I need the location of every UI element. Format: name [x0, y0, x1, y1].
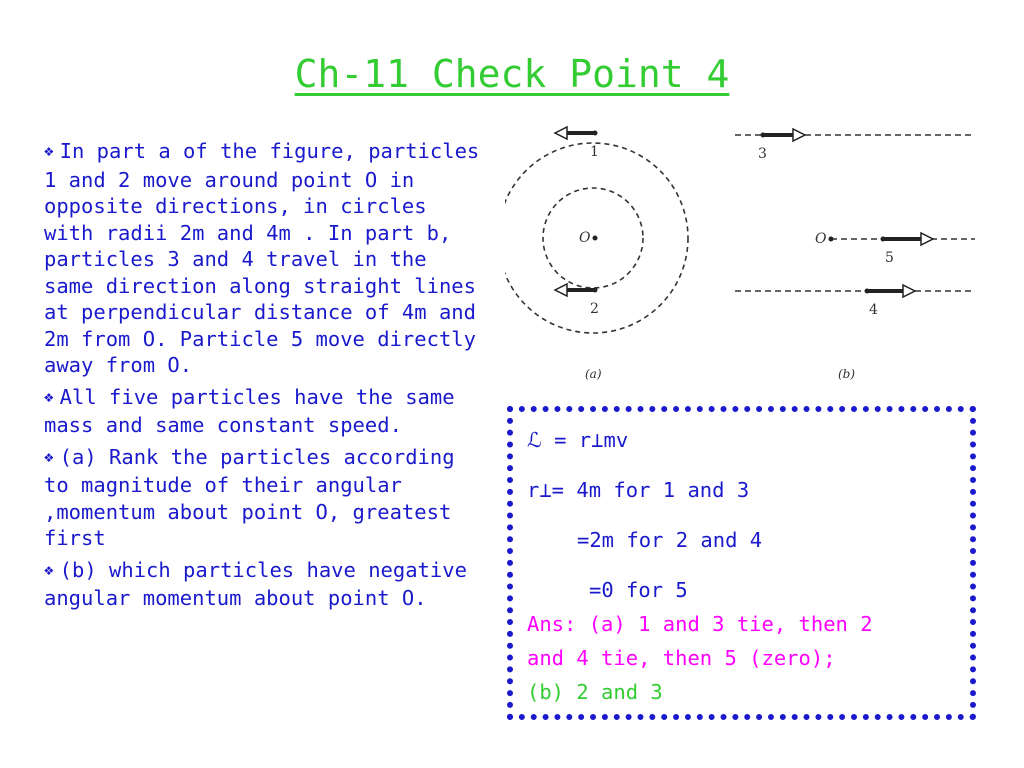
bullet-item: ❖(b) which particles have negative angul… — [44, 557, 480, 612]
particle-1-arrow — [553, 125, 598, 141]
bullet-item: ❖In part a of the figure, particles 1 an… — [44, 138, 480, 379]
particle-figure: O 1 2 (a) 3 O 5 — [505, 125, 975, 381]
bullet-item: ❖All five particles have the same mass a… — [44, 384, 480, 439]
outer-circle-path — [505, 142, 689, 334]
answer-box: ℒ = r⊥mv r⊥= 4m for 1 and 3 =2m for 2 an… — [507, 406, 976, 720]
origin-point-b — [828, 236, 834, 242]
bullet-list: ❖In part a of the figure, particles 1 an… — [44, 138, 480, 617]
diamond-bullet-icon: ❖ — [44, 559, 54, 579]
answer-b-line: (b) 2 and 3 — [527, 680, 663, 704]
particle-2-label: 2 — [590, 301, 599, 317]
diamond-bullet-icon: ❖ — [44, 141, 54, 160]
r-perp-line-2: =2m for 2 and 4 — [577, 528, 763, 552]
figure-part-a: O 1 2 (a) — [505, 125, 689, 381]
particle-4-arrow — [864, 283, 917, 299]
bullet-text: In part a of the figure, particles 1 and… — [44, 139, 480, 377]
origin-point-a — [592, 235, 598, 241]
origin-label-a: O — [579, 230, 591, 246]
particle-3-label: 3 — [758, 146, 767, 162]
particle-5-arrow — [880, 231, 935, 247]
r-perp-line-3: =0 for 5 — [589, 578, 688, 602]
particle-5-label: 5 — [885, 250, 894, 266]
figure-part-b: 3 O 5 4 (b) — [735, 127, 975, 381]
bullet-text: All five particles have the same mass an… — [44, 384, 455, 438]
part-b-label: (b) — [838, 367, 855, 381]
particle-1-label: 1 — [590, 144, 599, 160]
formula-line: ℒ = r⊥mv — [527, 428, 629, 452]
diamond-bullet-icon: ❖ — [44, 446, 54, 466]
particle-2-arrow — [553, 282, 598, 298]
particle-3-arrow — [760, 127, 807, 143]
inner-circle-path — [542, 187, 644, 289]
bullet-text: (b) which particles have negative angula… — [44, 557, 467, 611]
diamond-bullet-icon: ❖ — [44, 386, 54, 406]
answer-a-line-1: Ans: (a) 1 and 3 tie, then 2 — [527, 612, 873, 636]
answer-a-line-2: and 4 tie, then 5 (zero); — [527, 646, 836, 670]
particle-4-label: 4 — [869, 302, 878, 318]
origin-label-b: O — [815, 231, 827, 247]
part-a-label: (a) — [585, 367, 602, 381]
bullet-text: (a) Rank the particles according to magn… — [44, 444, 455, 551]
bullet-item: ❖(a) Rank the particles according to mag… — [44, 444, 480, 552]
r-perp-line-1: r⊥= 4m for 1 and 3 — [527, 478, 750, 502]
slide-title: Ch-11 Check Point 4 — [294, 52, 730, 96]
